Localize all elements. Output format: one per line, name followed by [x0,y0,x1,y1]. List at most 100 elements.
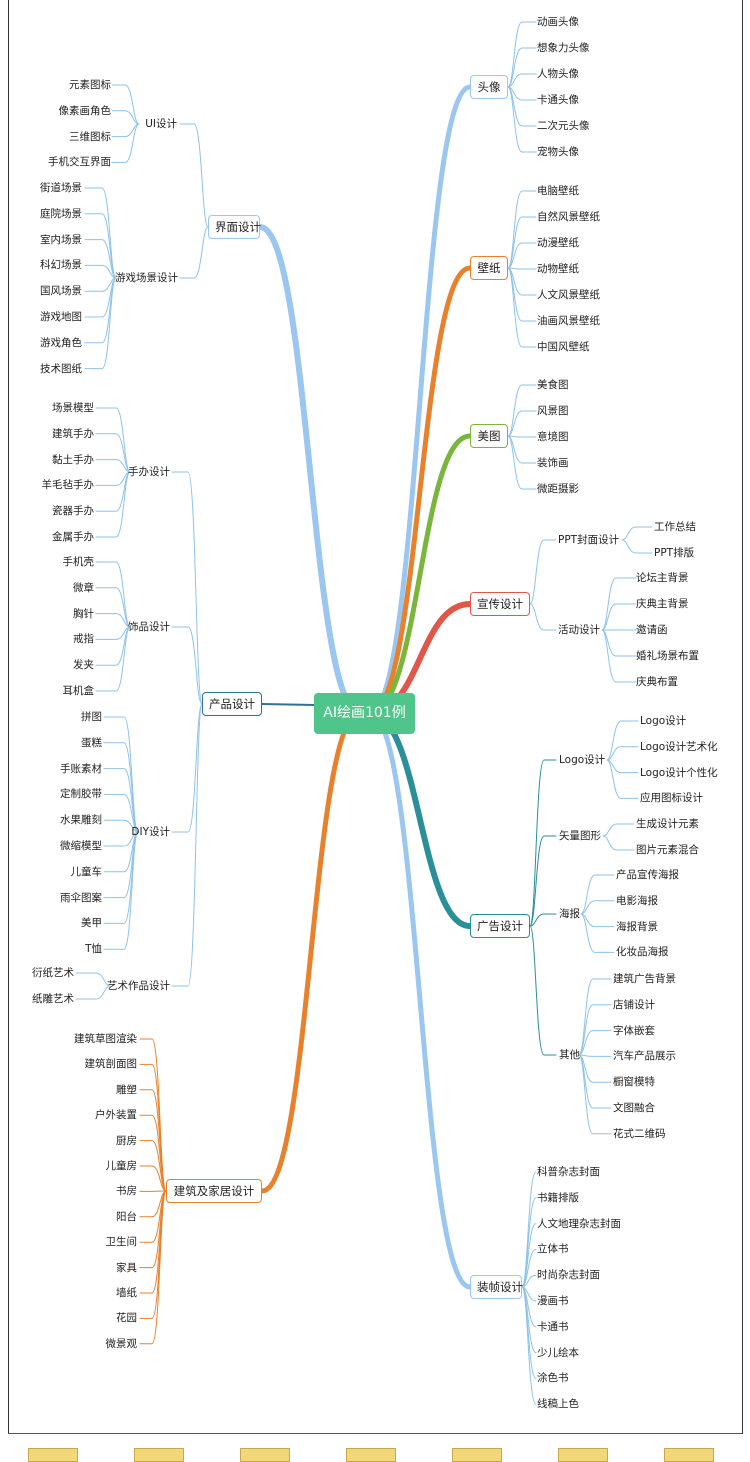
leaf-l2-5[interactable]: 儿童房 [106,1159,138,1173]
leaf-l1-1-1[interactable]: 微章 [73,581,94,595]
leaf-l2-3[interactable]: 户外装置 [95,1108,137,1122]
leaf-r4-0-1[interactable]: Logo设计艺术化 [640,740,718,754]
leaf-r1-2[interactable]: 动漫壁纸 [537,236,579,250]
leaf-r5-2[interactable]: 人文地理杂志封面 [537,1217,621,1231]
leaf-r4-0-2[interactable]: Logo设计个性化 [640,766,718,780]
leaf-l0-0-3[interactable]: 手机交互界面 [48,155,111,169]
leaf-r3-1-0[interactable]: 论坛主背景 [636,571,689,585]
leaf-l0-1-3[interactable]: 科幻场景 [40,258,82,272]
leaf-r4-3-0[interactable]: 建筑广告背景 [613,972,676,986]
thumbnail-5[interactable] [558,1448,608,1462]
sub-r3-1[interactable]: 活动设计 [558,623,600,637]
leaf-l0-1-4[interactable]: 国风场景 [40,284,82,298]
leaf-r0-5[interactable]: 宠物头像 [537,145,579,159]
leaf-r1-6[interactable]: 中国风壁纸 [537,340,590,354]
branch-node-r4[interactable]: 广告设计 [470,914,530,938]
sub-r4-3[interactable]: 其他 [559,1048,580,1062]
leaf-r2-2[interactable]: 意境图 [537,430,569,444]
leaf-r3-0-1[interactable]: PPT排版 [654,546,694,560]
leaf-r2-3[interactable]: 装饰画 [537,456,569,470]
leaf-r5-7[interactable]: 少儿绘本 [537,1346,579,1360]
leaf-r5-5[interactable]: 漫画书 [537,1294,569,1308]
leaf-r4-0-3[interactable]: 应用图标设计 [640,791,703,805]
leaf-r1-1[interactable]: 自然风景壁纸 [537,210,600,224]
leaf-r1-0[interactable]: 电脑壁纸 [537,184,579,198]
sub-r3-0[interactable]: PPT封面设计 [558,533,619,547]
sub-r4-0[interactable]: Logo设计 [559,753,605,767]
leaf-l1-1-4[interactable]: 发夹 [73,658,94,672]
leaf-l1-1-2[interactable]: 胸针 [73,607,94,621]
root-node[interactable]: AI绘画101例 [314,693,415,734]
leaf-r4-2-0[interactable]: 产品宣传海报 [616,868,679,882]
leaf-r0-3[interactable]: 卡通头像 [537,93,579,107]
leaf-l1-2-5[interactable]: 微缩模型 [60,839,102,853]
leaf-l1-1-5[interactable]: 耳机盒 [63,684,95,698]
leaf-l1-1-0[interactable]: 手机壳 [63,555,95,569]
leaf-r4-3-4[interactable]: 橱窗模特 [613,1075,655,1089]
leaf-l1-0-3[interactable]: 羊毛毡手办 [42,478,95,492]
leaf-r0-2[interactable]: 人物头像 [537,67,579,81]
thumbnail-1[interactable] [134,1448,184,1462]
leaf-r4-3-5[interactable]: 文图融合 [613,1101,655,1115]
leaf-l2-8[interactable]: 卫生间 [106,1235,138,1249]
thumbnail-4[interactable] [452,1448,502,1462]
branch-node-r3[interactable]: 宣传设计 [470,592,530,616]
sub-l1-2[interactable]: DIY设计 [131,825,170,839]
branch-node-r2[interactable]: 美图 [470,424,508,448]
thumbnail-6[interactable] [664,1448,714,1462]
leaf-l2-2[interactable]: 雕塑 [116,1083,137,1097]
leaf-r1-5[interactable]: 油画风景壁纸 [537,314,600,328]
leaf-r0-0[interactable]: 动画头像 [537,15,579,29]
leaf-l1-2-6[interactable]: 儿童车 [71,865,103,879]
thumbnail-0[interactable] [28,1448,78,1462]
leaf-l0-0-0[interactable]: 元素图标 [69,78,111,92]
leaf-l0-1-6[interactable]: 游戏角色 [40,336,82,350]
leaf-r1-4[interactable]: 人文风景壁纸 [537,288,600,302]
leaf-l0-1-0[interactable]: 街道场景 [40,181,82,195]
leaf-l1-3-0[interactable]: 衍纸艺术 [32,966,74,980]
leaf-r1-3[interactable]: 动物壁纸 [537,262,579,276]
leaf-l2-12[interactable]: 微景观 [106,1337,138,1351]
leaf-r0-4[interactable]: 二次元头像 [537,119,590,133]
leaf-r4-2-3[interactable]: 化妆品海报 [616,945,669,959]
leaf-r3-1-1[interactable]: 庆典主背景 [636,597,689,611]
leaf-l2-11[interactable]: 花园 [116,1311,137,1325]
sub-l1-3[interactable]: 艺术作品设计 [107,979,170,993]
leaf-l1-2-0[interactable]: 拼图 [81,710,102,724]
thumbnail-2[interactable] [240,1448,290,1462]
leaf-r5-3[interactable]: 立体书 [537,1242,569,1256]
leaf-r5-0[interactable]: 科普杂志封面 [537,1165,600,1179]
sub-l1-1[interactable]: 饰品设计 [128,620,170,634]
leaf-l1-2-2[interactable]: 手账素材 [60,762,102,776]
leaf-l0-1-7[interactable]: 技术图纸 [40,362,82,376]
leaf-r5-1[interactable]: 书籍排版 [537,1191,579,1205]
branch-node-l2[interactable]: 建筑及家居设计 [166,1179,262,1203]
sub-l1-0[interactable]: 手办设计 [128,465,170,479]
leaf-l0-0-2[interactable]: 三维图标 [69,130,111,144]
branch-node-r1[interactable]: 壁纸 [470,256,508,280]
leaf-l1-0-1[interactable]: 建筑手办 [52,427,94,441]
leaf-l2-0[interactable]: 建筑草图渲染 [74,1032,137,1046]
leaf-r4-2-1[interactable]: 电影海报 [616,894,658,908]
leaf-l1-0-5[interactable]: 金属手办 [52,530,94,544]
leaf-r5-9[interactable]: 线稿上色 [537,1397,579,1411]
leaf-l1-2-7[interactable]: 雨伞图案 [60,891,102,905]
leaf-l1-2-9[interactable]: T恤 [85,942,102,956]
leaf-r4-1-1[interactable]: 图片元素混合 [636,843,699,857]
branch-node-l0[interactable]: 界面设计 [208,215,260,239]
sub-r4-1[interactable]: 矢量图形 [559,829,601,843]
leaf-l2-9[interactable]: 家具 [116,1261,137,1275]
leaf-l1-2-4[interactable]: 水果雕刻 [60,813,102,827]
leaf-r4-1-0[interactable]: 生成设计元素 [636,817,699,831]
leaf-l1-0-2[interactable]: 黏土手办 [52,453,94,467]
branch-node-r0[interactable]: 头像 [470,75,508,99]
leaf-r4-3-3[interactable]: 汽车产品展示 [613,1049,676,1063]
leaf-r5-6[interactable]: 卡通书 [537,1320,569,1334]
leaf-l0-1-2[interactable]: 室内场景 [40,233,82,247]
leaf-r5-8[interactable]: 涂色书 [537,1371,569,1385]
leaf-l1-2-1[interactable]: 蛋糕 [81,736,102,750]
branch-node-l1[interactable]: 产品设计 [202,692,262,716]
leaf-r3-1-4[interactable]: 庆典布置 [636,675,678,689]
leaf-r0-1[interactable]: 想象力头像 [537,41,590,55]
sub-l0-0[interactable]: UI设计 [145,117,177,131]
